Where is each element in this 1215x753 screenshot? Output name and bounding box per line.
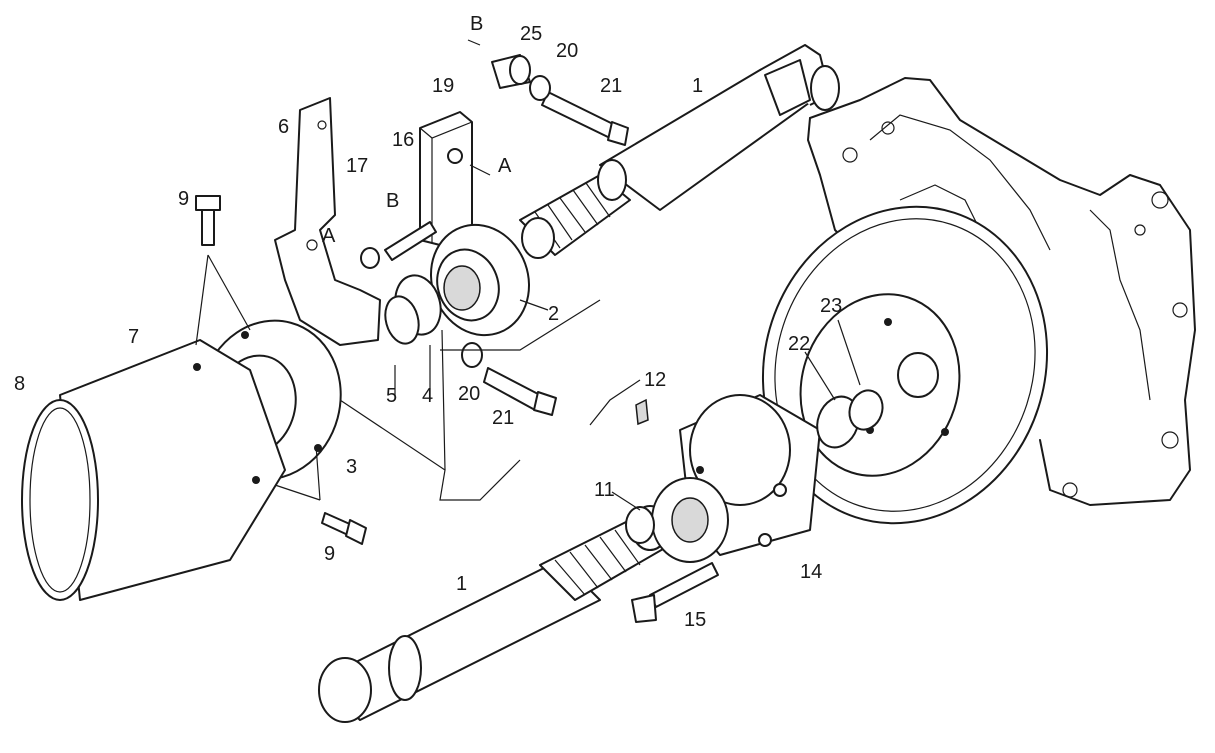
callout-19: 19	[432, 75, 454, 97]
callout-5: 5	[386, 385, 397, 407]
coupling	[651, 394, 821, 563]
upper-shaft	[519, 44, 840, 259]
callout-9-upper: 9	[178, 188, 189, 210]
cover	[21, 339, 286, 601]
reference-mark-a-lower: A	[322, 225, 336, 247]
callout-21-lower: 21	[492, 407, 514, 429]
callout-3: 3	[346, 456, 357, 478]
bolt-21-upper	[541, 91, 629, 146]
callout-23: 23	[820, 295, 842, 317]
callout-17: 17	[346, 155, 368, 177]
callout-15: 15	[684, 609, 706, 631]
grease-fitting	[635, 398, 649, 426]
washer-17	[360, 247, 380, 269]
bearing	[429, 223, 531, 337]
snap-rings	[384, 274, 442, 345]
callout-22: 22	[788, 333, 810, 355]
reference-mark-a-upper: A	[498, 155, 512, 177]
callout-1-upper: 1	[692, 75, 703, 97]
bracket	[274, 97, 381, 346]
callout-9-lower: 9	[324, 543, 335, 565]
callout-12: 12	[644, 369, 666, 391]
callout-4: 4	[422, 385, 433, 407]
bolt-9-lower	[321, 512, 367, 545]
bolt-21-lower	[483, 367, 557, 416]
reference-mark-b-lower: B	[386, 190, 399, 212]
callout-20-lower: 20	[458, 383, 480, 405]
leader-lines	[195, 39, 861, 511]
callout-6: 6	[278, 116, 289, 138]
spacer	[625, 506, 655, 544]
seal-ring	[816, 389, 884, 449]
cap-25	[491, 54, 531, 89]
callout-8: 8	[14, 373, 25, 395]
callout-21-upper: 21	[600, 75, 622, 97]
callout-11: 11	[594, 479, 615, 501]
callout-16: 16	[392, 129, 414, 151]
reference-mark-b-upper: B	[470, 13, 483, 35]
callout-25: 25	[520, 23, 542, 45]
gear-housing	[807, 77, 1196, 506]
callout-20-upper: 20	[556, 40, 578, 62]
callout-14: 14	[800, 561, 822, 583]
bolt-16	[384, 221, 437, 261]
washer-20-upper	[529, 75, 551, 101]
bolt-9-upper	[195, 195, 221, 246]
lower-shaft	[318, 505, 671, 723]
callout-7: 7	[128, 326, 139, 348]
washer-20-lower	[461, 342, 483, 368]
callout-2: 2	[548, 303, 559, 325]
callout-1-lower: 1	[456, 573, 467, 595]
bolt-15	[631, 562, 719, 623]
